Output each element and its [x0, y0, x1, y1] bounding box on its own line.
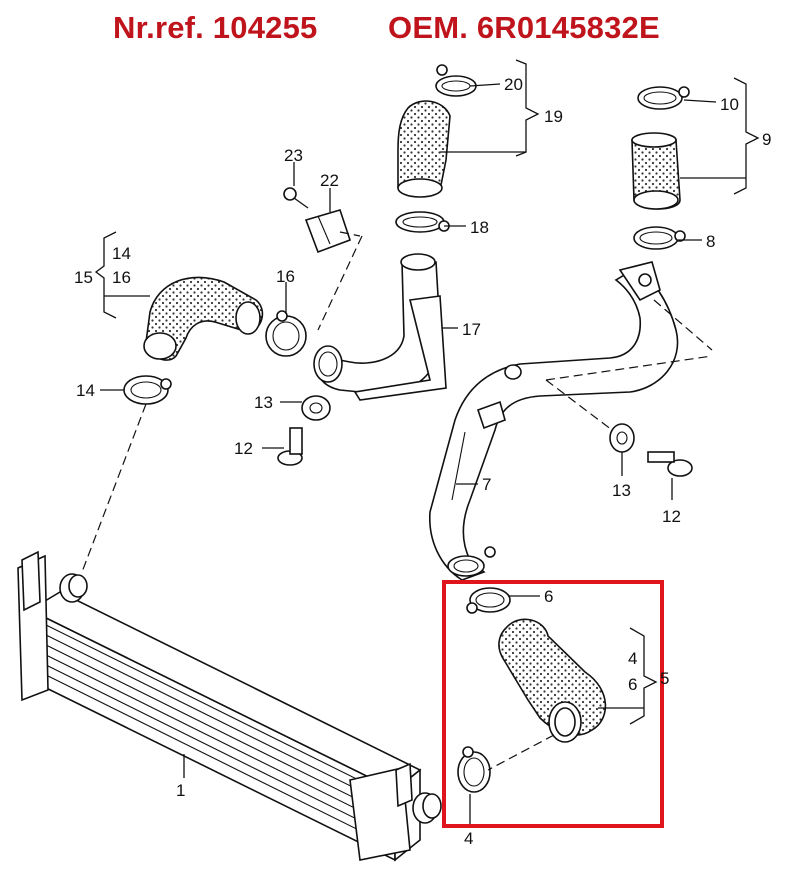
- callout-20: 20: [504, 75, 523, 94]
- callout-13-right: 13: [612, 481, 631, 500]
- bolt-23: [283, 187, 309, 209]
- callout-19: 19: [544, 107, 563, 126]
- callout-4: 4: [464, 829, 473, 848]
- callout-16: 16: [276, 267, 295, 286]
- bolt-12-right: [647, 451, 693, 477]
- leader-lines: [94, 59, 760, 826]
- hose-15: [143, 276, 264, 361]
- callout-5: 5: [660, 669, 669, 688]
- clamp-14: [123, 375, 172, 405]
- mount-13-right: [609, 423, 635, 453]
- clamp-10: [637, 86, 690, 110]
- hose-9: [631, 132, 681, 210]
- lower-charge-hose: [498, 618, 607, 743]
- callout-6-bracket: 6: [628, 675, 637, 694]
- reference-number: Nr.ref. 104255: [113, 10, 318, 45]
- charge-pipe-17: [313, 253, 447, 401]
- clamp-16: [265, 310, 307, 357]
- mount-13-left: [301, 395, 331, 421]
- bolt-12-left: [277, 427, 303, 466]
- clamp-6: [466, 587, 511, 614]
- callout-4-bracket: 4: [628, 649, 637, 668]
- callout-17: 17: [462, 320, 481, 339]
- sensor-22: [304, 209, 352, 254]
- callout-6: 6: [544, 587, 553, 606]
- callout-22: 22: [320, 171, 339, 190]
- clamp-18: [395, 211, 450, 233]
- callout-12-right: 12: [662, 507, 681, 526]
- callout-16-bracket: 16: [112, 268, 131, 287]
- clamp-4: [457, 746, 491, 793]
- callout-7: 7: [482, 475, 491, 494]
- hose-19: [397, 100, 451, 198]
- callout-18: 18: [470, 218, 489, 237]
- callout-numbers: 20 19 10 9 23 22 18 8 14 15 16 16 17 14 …: [74, 75, 771, 848]
- callout-14: 14: [76, 381, 95, 400]
- callout-23: 23: [284, 146, 303, 165]
- oem-number: OEM. 6R0145832E: [388, 10, 660, 45]
- callout-13-left: 13: [254, 393, 273, 412]
- assembly-lines: [81, 231, 713, 771]
- highlight-box: [442, 580, 664, 828]
- callout-14-top: 14: [112, 244, 131, 263]
- clamp-8: [633, 226, 686, 250]
- intercooler: [17, 550, 442, 862]
- callout-9: 9: [762, 130, 771, 149]
- callout-1: 1: [176, 781, 185, 800]
- charge-pipe-7: [429, 261, 679, 581]
- callout-15: 15: [74, 268, 93, 287]
- callout-10: 10: [720, 95, 739, 114]
- clamp-20: [435, 64, 477, 97]
- callout-8: 8: [706, 232, 715, 251]
- callout-12-left: 12: [234, 439, 253, 458]
